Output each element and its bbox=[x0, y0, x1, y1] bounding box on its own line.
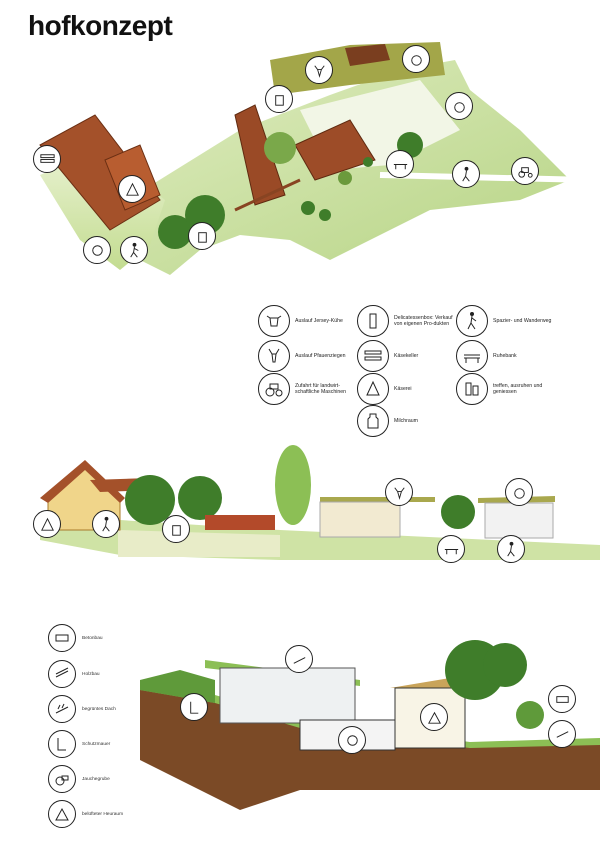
sec-green-roof-icon bbox=[285, 645, 313, 673]
elevation-base-wall bbox=[118, 530, 280, 557]
hay-icon bbox=[48, 800, 76, 828]
protect-wall-icon bbox=[48, 730, 76, 758]
map-deli-box-icon bbox=[83, 236, 111, 264]
barn-roof-strip bbox=[345, 44, 390, 66]
elev-bench-icon bbox=[437, 535, 465, 563]
elev-dairy-icon bbox=[33, 510, 61, 538]
map-walker-icon-2 bbox=[452, 160, 480, 188]
map-bench-icon bbox=[386, 150, 414, 178]
legend-item: treffen, ausruhen und geniessen bbox=[456, 373, 553, 405]
green-roof-icon bbox=[48, 695, 76, 723]
page-title: hofkonzept bbox=[28, 10, 173, 41]
wood-icon bbox=[48, 660, 76, 688]
farmhouse-roof-elev bbox=[40, 460, 125, 503]
legend-item: Auslauf Jersey-Kühe bbox=[258, 305, 355, 337]
map-walker-icon bbox=[120, 236, 148, 264]
map-dairy-icon bbox=[118, 175, 146, 203]
map-cheese-cellar-icon bbox=[33, 145, 61, 173]
red-building bbox=[205, 515, 275, 530]
sec-hay-icon bbox=[420, 703, 448, 731]
material-item: begrüntes Dach bbox=[48, 695, 142, 723]
elev-goat-icon bbox=[385, 478, 413, 506]
map-goat-icon bbox=[305, 56, 333, 84]
legend-item: Spazier- und Wanderweg bbox=[456, 305, 553, 337]
walker-icon bbox=[456, 305, 488, 337]
sec-manure-pit-icon bbox=[338, 726, 366, 754]
cheese-cellar-icon bbox=[357, 340, 389, 372]
concrete-icon bbox=[48, 624, 76, 652]
map-milk-can-icon bbox=[188, 222, 216, 250]
material-item: Jauchegrube bbox=[48, 765, 142, 793]
milk-can-icon bbox=[357, 405, 389, 437]
walking-path bbox=[379, 172, 591, 183]
sec-protect-wall-icon bbox=[180, 693, 208, 721]
map-milk-can-icon-2 bbox=[265, 85, 293, 113]
barn-elev-2-body bbox=[484, 502, 554, 539]
green-roof bbox=[205, 660, 360, 686]
bench-icon bbox=[456, 340, 488, 372]
barn-roof-elev bbox=[90, 478, 155, 492]
elev-walker-icon-2 bbox=[497, 535, 525, 563]
legend-item: Zufahrt für landwirt-schaftliche Maschin… bbox=[258, 373, 355, 405]
building-middle bbox=[234, 104, 286, 206]
section-trees bbox=[445, 640, 544, 729]
building-right bbox=[294, 119, 376, 181]
goat-icon bbox=[258, 340, 290, 372]
fence bbox=[234, 178, 301, 212]
meet-icon bbox=[456, 373, 488, 405]
legend-item: Käsekeller bbox=[357, 340, 454, 372]
elev-cow-icon bbox=[505, 478, 533, 506]
material-item: Schutzmauer bbox=[48, 730, 142, 758]
barn-elev-1-body bbox=[319, 501, 401, 538]
hay-roof bbox=[390, 678, 470, 688]
barn-elev-1 bbox=[320, 497, 435, 502]
legend-item: Milchraum bbox=[357, 405, 454, 437]
dairy-icon bbox=[357, 373, 389, 405]
sec-wood-icon bbox=[548, 720, 576, 748]
legend-item: Delicatessenbox: Verkauf von eigenen Pro… bbox=[357, 305, 454, 337]
cow-icon bbox=[258, 305, 290, 337]
legend-item: Ruhebank bbox=[456, 340, 553, 372]
material-item: belüfteter Heuraum bbox=[48, 800, 142, 828]
manure-pit-icon bbox=[48, 765, 76, 793]
map-cow-icon bbox=[402, 45, 430, 73]
material-item: Holzbau bbox=[48, 660, 142, 688]
sec-concrete-icon bbox=[548, 685, 576, 713]
map-cow-icon-2 bbox=[445, 92, 473, 120]
elev-walker-icon bbox=[92, 510, 120, 538]
stable-body bbox=[219, 667, 356, 724]
legend-item: Käserei bbox=[357, 373, 454, 405]
elev-milk-can-icon bbox=[162, 515, 190, 543]
material-item: Betonbau bbox=[48, 624, 142, 652]
tractor-icon bbox=[258, 373, 290, 405]
map-tractor-icon bbox=[511, 157, 539, 185]
deli-box-icon bbox=[357, 305, 389, 337]
legend-item: Auslauf Pfauenziegen bbox=[258, 340, 355, 372]
section-soil bbox=[140, 685, 600, 810]
section-grass bbox=[140, 680, 600, 748]
